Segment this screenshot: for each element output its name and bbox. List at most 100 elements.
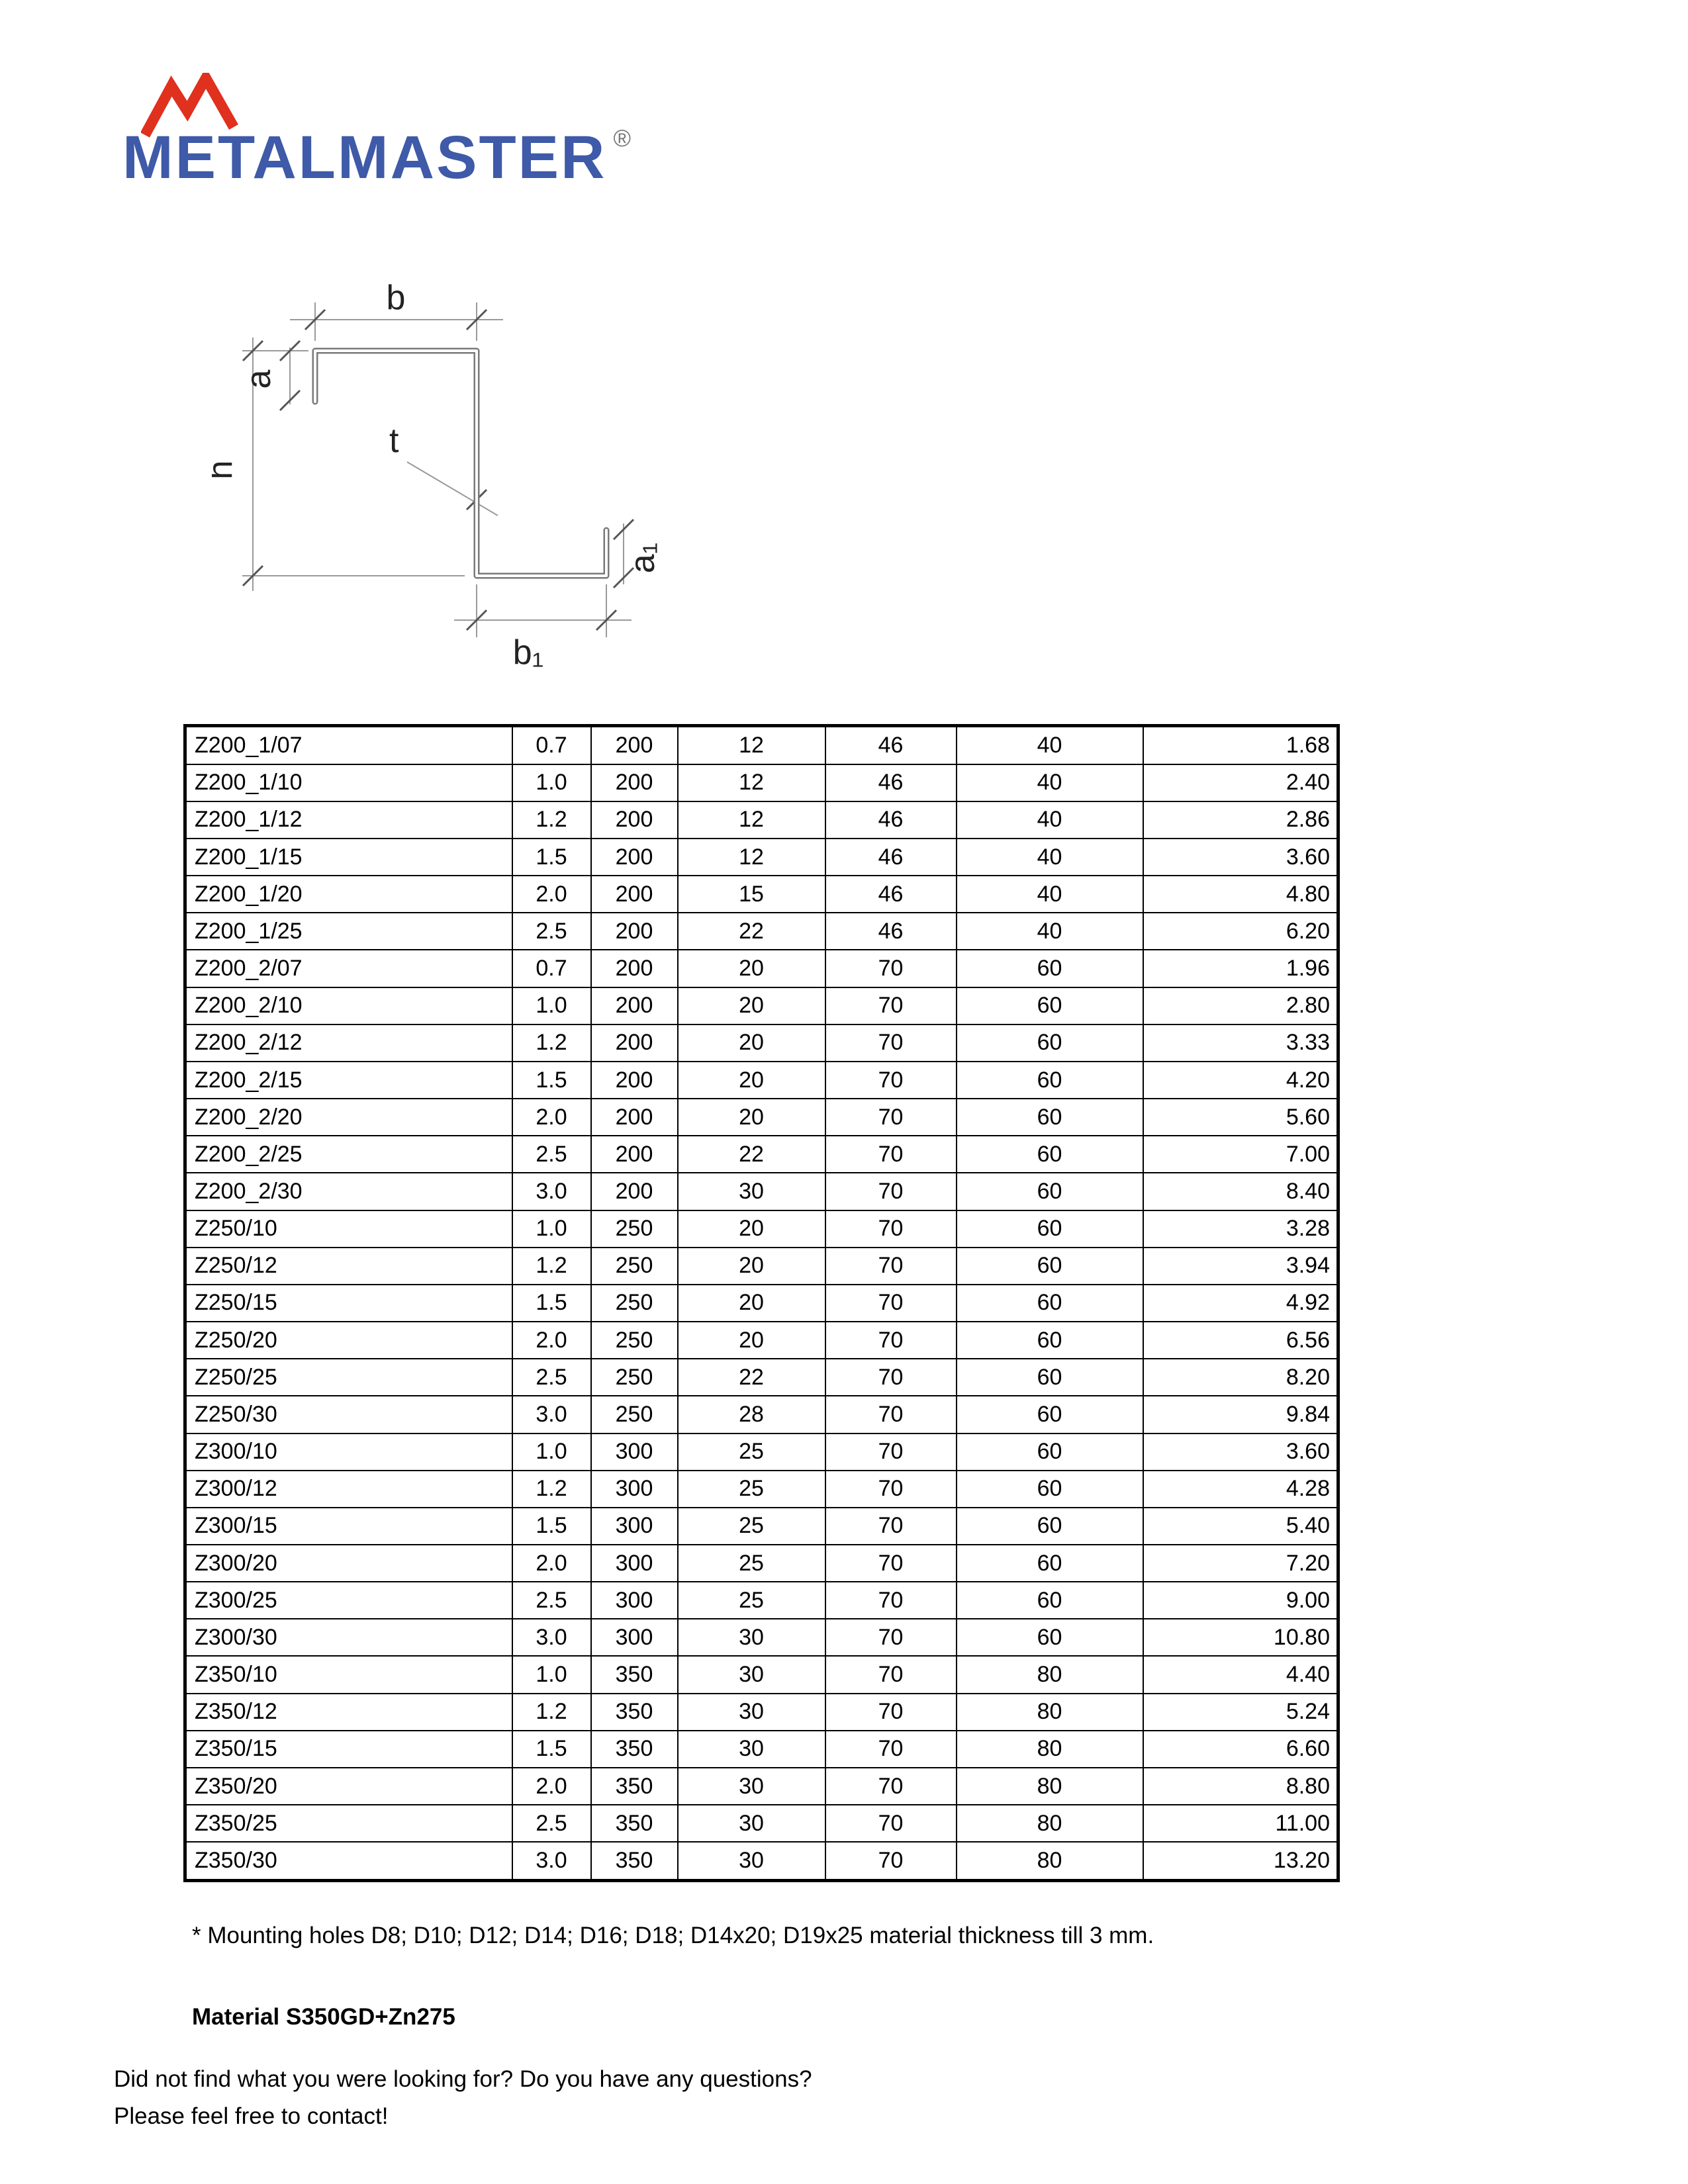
table-cell: 25 bbox=[677, 1432, 826, 1471]
table-cell: 60 bbox=[955, 1060, 1144, 1100]
table-cell: 25 bbox=[677, 1506, 826, 1545]
table-cell: 70 bbox=[824, 1729, 957, 1768]
table-cell: 70 bbox=[824, 1358, 957, 1397]
table-cell: 12 bbox=[677, 763, 826, 802]
label-h: h bbox=[212, 461, 240, 480]
table-cell: 40 bbox=[955, 725, 1144, 765]
label-t: t bbox=[389, 422, 399, 460]
table-cell: 350 bbox=[590, 1729, 679, 1768]
table-cell: 1.5 bbox=[511, 1729, 592, 1768]
table-cell: 60 bbox=[955, 1023, 1144, 1062]
table-cell: 28 bbox=[677, 1395, 826, 1434]
table-cell: 70 bbox=[824, 1060, 957, 1100]
contact-question-text: Did not find what you were looking for? … bbox=[114, 2066, 812, 2092]
table-cell: 70 bbox=[824, 1283, 957, 1323]
table-cell: 8.80 bbox=[1142, 1766, 1339, 1806]
table-cell: Z200_2/30 bbox=[184, 1172, 513, 1211]
table-cell: 350 bbox=[590, 1655, 679, 1694]
table-cell: 20 bbox=[677, 1283, 826, 1323]
table-cell: 1.0 bbox=[511, 1209, 592, 1248]
table-cell: 60 bbox=[955, 1432, 1144, 1471]
table-cell: 25 bbox=[677, 1581, 826, 1620]
table-cell: Z300/15 bbox=[184, 1506, 513, 1545]
table-cell: 6.60 bbox=[1142, 1729, 1339, 1768]
table-cell: 4.92 bbox=[1142, 1283, 1339, 1323]
table-cell: 12 bbox=[677, 800, 826, 840]
table-cell: 5.60 bbox=[1142, 1098, 1339, 1137]
table-cell: 200 bbox=[590, 875, 679, 914]
table-cell: 3.33 bbox=[1142, 1023, 1339, 1062]
table-cell: Z300/12 bbox=[184, 1469, 513, 1508]
table-cell: 3.0 bbox=[511, 1841, 592, 1882]
table-cell: 4.40 bbox=[1142, 1655, 1339, 1694]
table-cell: 60 bbox=[955, 1581, 1144, 1620]
table-cell: 60 bbox=[955, 949, 1144, 988]
table-cell: 200 bbox=[590, 949, 679, 988]
table-cell: 250 bbox=[590, 1283, 679, 1323]
table-cell: 350 bbox=[590, 1692, 679, 1731]
table-cell: 200 bbox=[590, 763, 679, 802]
table-cell: Z200_2/20 bbox=[184, 1098, 513, 1137]
table-cell: 20 bbox=[677, 1321, 826, 1360]
table-cell: 70 bbox=[824, 1692, 957, 1731]
table-cell: Z300/30 bbox=[184, 1618, 513, 1657]
label-a: a bbox=[240, 369, 278, 388]
table-cell: Z300/25 bbox=[184, 1581, 513, 1620]
table-cell: Z200_2/07 bbox=[184, 949, 513, 988]
table-cell: 5.40 bbox=[1142, 1506, 1339, 1545]
table-cell: Z250/12 bbox=[184, 1246, 513, 1285]
table-cell: Z350/10 bbox=[184, 1655, 513, 1694]
table-cell: 46 bbox=[824, 763, 957, 802]
table-cell: Z250/15 bbox=[184, 1283, 513, 1323]
table-cell: 60 bbox=[955, 1395, 1144, 1434]
table-cell: 30 bbox=[677, 1172, 826, 1211]
table-cell: 250 bbox=[590, 1209, 679, 1248]
table-cell: 70 bbox=[824, 1098, 957, 1137]
table-cell: 300 bbox=[590, 1543, 679, 1583]
table-cell: Z300/10 bbox=[184, 1432, 513, 1471]
table-cell: 70 bbox=[824, 1246, 957, 1285]
table-cell: 1.0 bbox=[511, 986, 592, 1025]
table-cell: 2.5 bbox=[511, 1804, 592, 1843]
brand-logo: METALMASTER® bbox=[122, 67, 784, 205]
table-cell: 1.5 bbox=[511, 838, 592, 877]
table-cell: 300 bbox=[590, 1581, 679, 1620]
table-cell: 2.80 bbox=[1142, 986, 1339, 1025]
table-cell: 70 bbox=[824, 1321, 957, 1360]
table-cell: 40 bbox=[955, 912, 1144, 951]
table-cell: 25 bbox=[677, 1543, 826, 1583]
table-cell: 1.0 bbox=[511, 763, 592, 802]
table-cell: Z200_1/10 bbox=[184, 763, 513, 802]
table-cell: 46 bbox=[824, 912, 957, 951]
table-cell: 25 bbox=[677, 1469, 826, 1508]
table-cell: 2.40 bbox=[1142, 763, 1339, 802]
table-cell: 22 bbox=[677, 1358, 826, 1397]
table-cell: 13.20 bbox=[1142, 1841, 1339, 1882]
table-cell: 7.00 bbox=[1142, 1135, 1339, 1174]
dimension-labels: b a t h a₁ b₁ bbox=[201, 279, 662, 672]
table-cell: 300 bbox=[590, 1469, 679, 1508]
table-cell: 2.0 bbox=[511, 1766, 592, 1806]
material-note: Material S350GD+Zn275 bbox=[192, 2004, 455, 2030]
table-cell: Z250/25 bbox=[184, 1358, 513, 1397]
table-cell: 2.0 bbox=[511, 875, 592, 914]
table-cell: 10.80 bbox=[1142, 1618, 1339, 1657]
table-cell: 80 bbox=[955, 1841, 1144, 1882]
table-cell: 22 bbox=[677, 912, 826, 951]
table-cell: 80 bbox=[955, 1655, 1144, 1694]
table-cell: 3.94 bbox=[1142, 1246, 1339, 1285]
table-cell: 60 bbox=[955, 1209, 1144, 1248]
table-cell: 4.20 bbox=[1142, 1060, 1339, 1100]
table-cell: 60 bbox=[955, 1246, 1144, 1285]
table-cell: 46 bbox=[824, 875, 957, 914]
table-cell: 20 bbox=[677, 1098, 826, 1137]
